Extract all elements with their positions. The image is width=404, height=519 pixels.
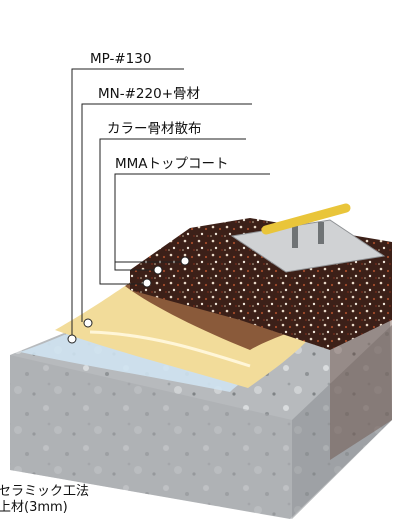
caption-method: セラミック工法 xyxy=(0,484,90,499)
label-mp-130: MP-#130 xyxy=(90,51,152,67)
leader-dot-top-coat xyxy=(153,265,163,275)
leader-dot-color-aggregate xyxy=(142,278,152,288)
leader-line-color-aggregate xyxy=(99,138,246,285)
leader-dot-mn xyxy=(83,318,93,328)
trowel-icon xyxy=(230,203,386,273)
leader-line-mn xyxy=(81,103,252,322)
leader-dot-mp xyxy=(67,334,77,344)
leader-dots xyxy=(67,256,190,344)
label-color-aggregate-scatter: カラー骨材散布 xyxy=(107,121,202,137)
label-mma-top-coat: MMAトップコート xyxy=(115,156,229,172)
leader-lines xyxy=(71,68,270,337)
leader-line-top-coat xyxy=(114,173,270,271)
leader-line-mp xyxy=(71,68,184,337)
leader-dot-top-coat-2 xyxy=(180,256,190,266)
label-mn-220-aggregate: MN-#220+骨材 xyxy=(98,86,201,102)
caption-finish: 上材(3mm) xyxy=(0,500,68,515)
